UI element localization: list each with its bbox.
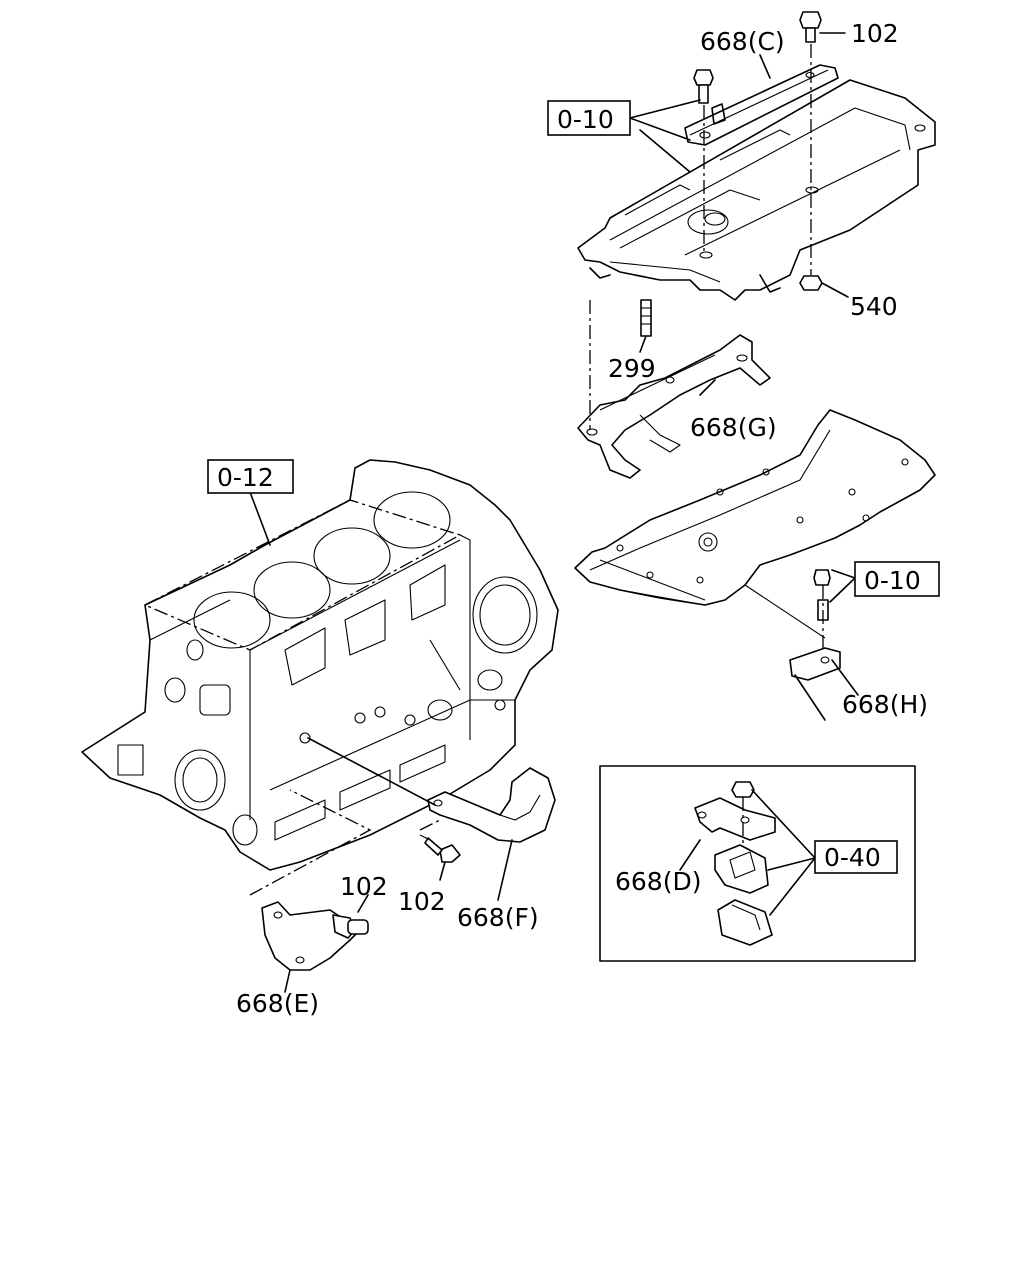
guide-e <box>249 789 372 896</box>
stud-299 <box>639 299 652 353</box>
leader-0-12 <box>249 491 271 546</box>
bolt-102-top <box>799 11 822 275</box>
bracket-668h <box>789 569 841 721</box>
label-102-top: 102 <box>851 19 899 48</box>
bracket-668f <box>307 737 556 901</box>
leader-668c <box>759 54 771 79</box>
leader-0-10-top-c <box>639 129 691 173</box>
leader-0-10-right-b <box>829 577 856 603</box>
label-540: 540 <box>850 292 898 321</box>
label-668h: 668(H) <box>842 690 928 719</box>
label-668e: 668(E) <box>236 989 319 1018</box>
leader-0-10-right-a <box>831 569 856 579</box>
bolt-left-top <box>693 69 714 255</box>
upper-cover-assembly <box>577 79 936 301</box>
ref-box-0-12: 0-12 <box>207 459 294 494</box>
ref-0-10-top-text: 0-10 <box>557 105 614 134</box>
engine-block <box>81 459 559 871</box>
label-668f: 668(F) <box>457 903 539 932</box>
label-102-low: 102 <box>340 872 388 901</box>
bolt-102-mid <box>419 834 461 881</box>
ref-box-0-40: 0-40 <box>814 840 898 874</box>
label-102-mid: 102 <box>398 887 446 916</box>
leader-0-10-top-b <box>629 99 701 119</box>
leader-668g <box>699 379 716 396</box>
label-668g: 668(G) <box>690 413 777 442</box>
label-668c: 668(C) <box>700 27 785 56</box>
ref-0-12-text: 0-12 <box>217 463 274 492</box>
nut-540 <box>799 275 849 298</box>
label-668d: 668(D) <box>615 867 701 896</box>
ref-0-40-text: 0-40 <box>824 843 881 872</box>
guide-f <box>419 819 441 831</box>
ref-box-0-10-top: 0-10 <box>547 100 631 136</box>
leader-0-10-top-a <box>629 117 691 141</box>
inset-box <box>599 765 916 962</box>
leader-668h <box>831 659 859 696</box>
ref-box-0-10-right: 0-10 <box>854 561 940 597</box>
ref-0-10-right-text: 0-10 <box>864 566 921 595</box>
bracket-668c <box>684 64 839 146</box>
lower-oil-pan <box>574 409 936 639</box>
bracket-668e <box>261 894 369 993</box>
bracket-668g <box>577 334 771 479</box>
label-299: 299 <box>608 354 656 383</box>
